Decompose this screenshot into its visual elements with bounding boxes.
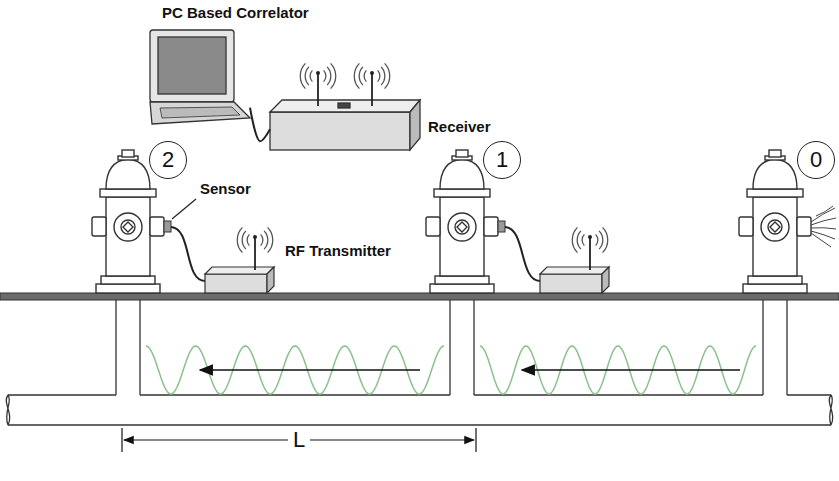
receiver-unit	[270, 63, 420, 150]
sensor	[498, 221, 505, 232]
dimension-label: L	[288, 428, 310, 452]
water-main	[6, 300, 832, 425]
rf-transmitter: RF Transmitter	[205, 267, 275, 294]
sensor-cable	[505, 227, 540, 281]
acoustic-wave	[146, 346, 444, 394]
dimension-line	[122, 428, 476, 452]
laptop-computer: PC Based Correlator	[148, 28, 250, 124]
acoustic-wave	[146, 346, 756, 394]
rf-transmitter-box	[540, 227, 609, 293]
rf-transmitter-box	[205, 227, 274, 293]
sensor-cable	[171, 227, 205, 281]
acoustic-wave	[480, 346, 756, 394]
callout-number: 2	[149, 141, 187, 179]
laptop	[150, 30, 250, 124]
receiver-box: Receiver	[270, 98, 420, 150]
callout-text: 1	[496, 149, 508, 171]
callout-number: 1	[483, 141, 521, 179]
callout-number: 0	[797, 141, 835, 179]
part-label: Sensor	[200, 181, 251, 198]
device-label: Receiver	[428, 118, 491, 135]
propagation-arrow	[522, 369, 740, 371]
device-label: RF Transmitter	[285, 242, 391, 259]
callout-text: 2	[162, 149, 174, 171]
data-cable	[250, 108, 270, 142]
device-label: PC Based Correlator	[162, 4, 309, 21]
propagation-arrow	[200, 369, 420, 371]
sensor	[164, 221, 171, 232]
water-spray	[811, 206, 836, 247]
ground-slab	[0, 293, 839, 300]
callout-text: 0	[810, 149, 822, 171]
leader-line	[172, 199, 196, 219]
